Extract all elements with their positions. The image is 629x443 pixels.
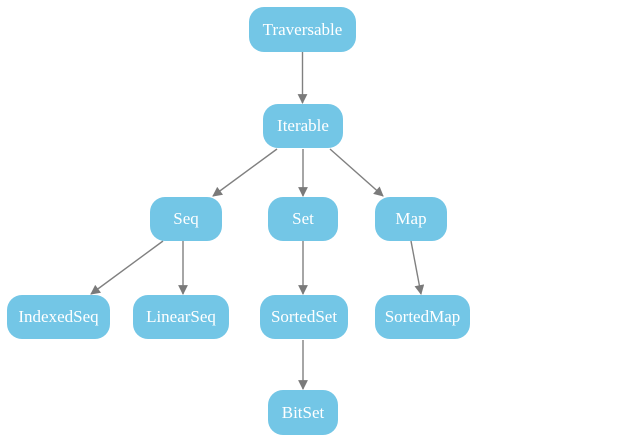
node-seq: Seq <box>150 197 222 241</box>
node-set: Set <box>268 197 338 241</box>
node-bitset: BitSet <box>268 390 338 435</box>
node-map: Map <box>375 197 447 241</box>
edge-iterable-map <box>329 148 384 197</box>
node-sortedset: SortedSet <box>260 295 348 339</box>
node-sortedmap: SortedMap <box>375 295 470 339</box>
node-indexedseq: IndexedSeq <box>7 295 110 339</box>
edge-seq-indexedseq <box>90 240 164 295</box>
node-iterable: Iterable <box>263 104 343 148</box>
edge-map-sortedmap <box>410 240 425 295</box>
node-linearseq: LinearSeq <box>133 295 229 339</box>
node-traversable: Traversable <box>249 7 356 52</box>
edge-iterable-seq <box>212 148 278 197</box>
